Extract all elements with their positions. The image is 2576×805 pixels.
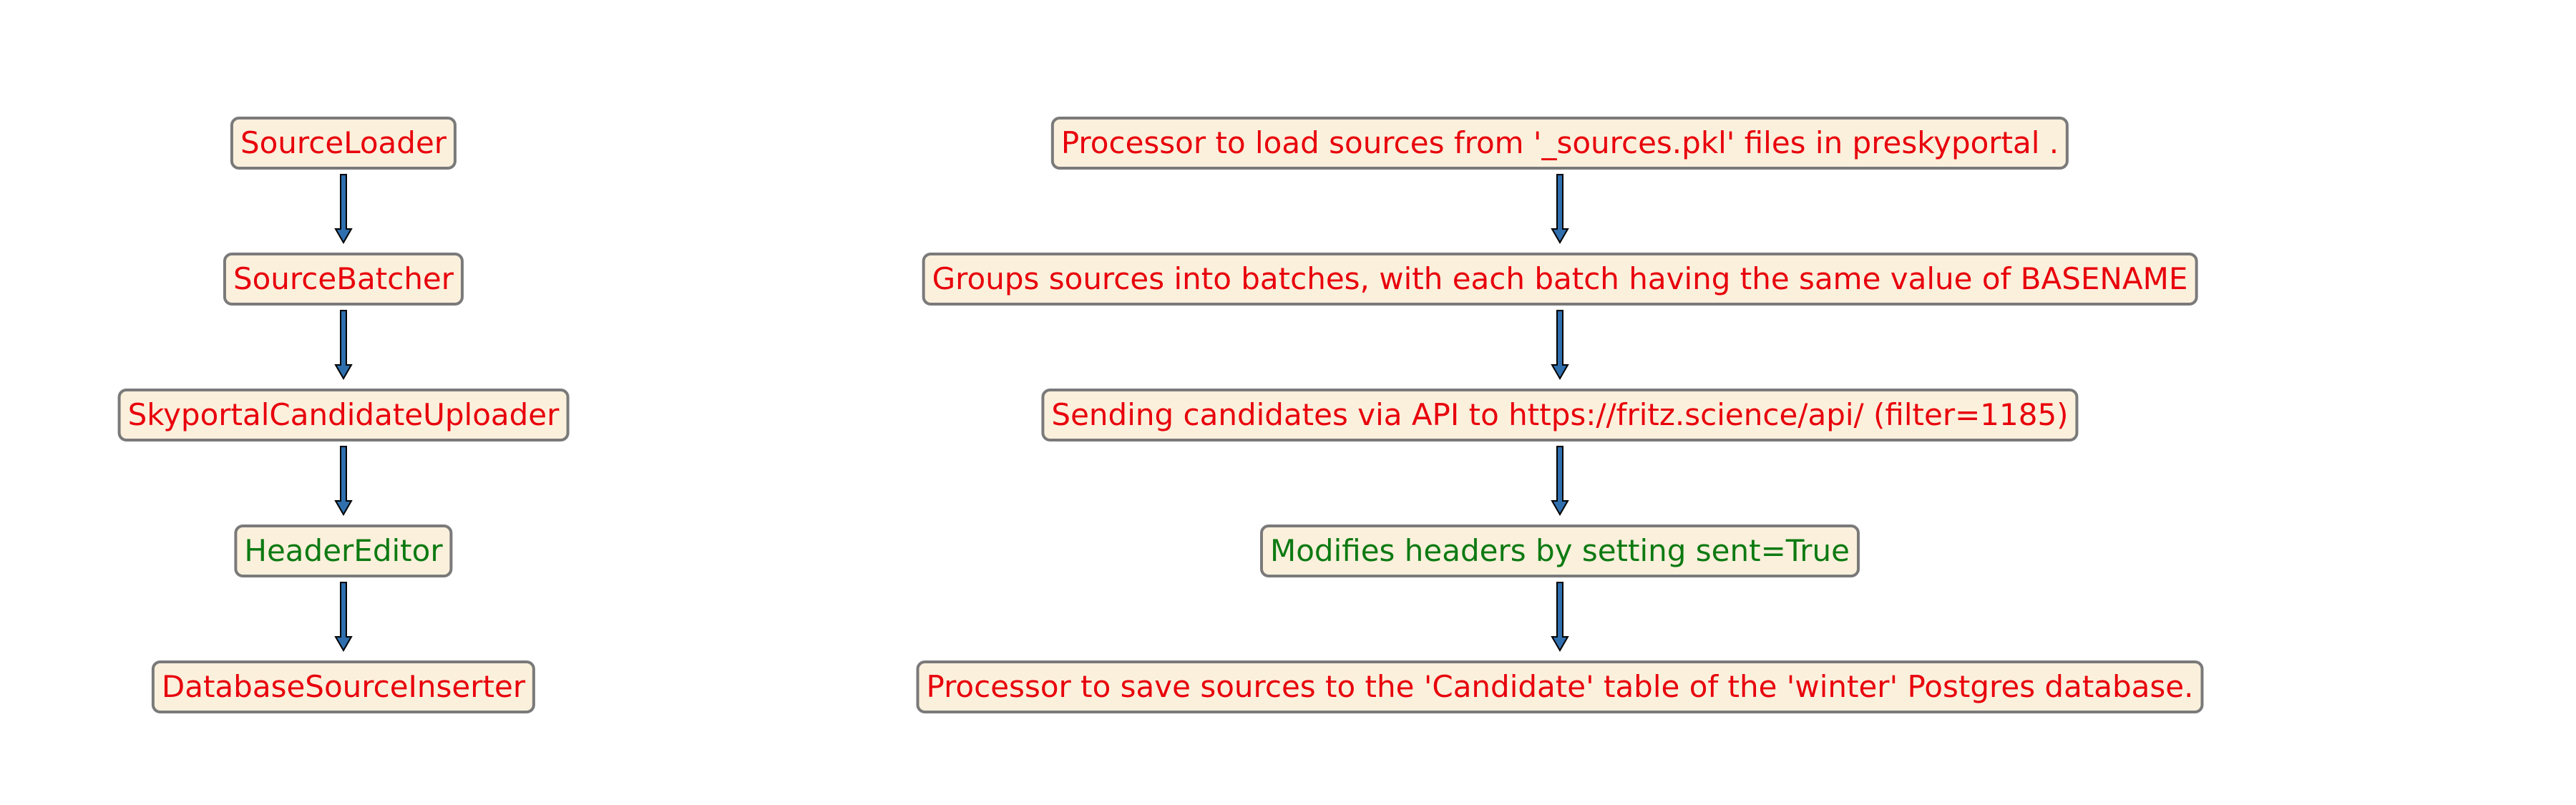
flow-arrow [1550,581,1570,653]
node-label: SourceLoader [240,125,447,160]
flow-arrow [333,173,353,245]
node-source-batcher: SourceBatcher [223,253,464,306]
flow-arrow [1550,309,1570,381]
node-header-editor: HeaderEditor [234,525,453,577]
node-desc-modify-headers: Modifies headers by setting sent=True [1259,525,1860,577]
node-label: Processor to save sources to the 'Candid… [926,669,2194,704]
node-skyportal-candidate-uploader: SkyportalCandidateUploader [117,389,570,441]
node-desc-load-sources: Processor to load sources from '_sources… [1050,117,2069,170]
node-label: SkyportalCandidateUploader [127,397,560,432]
node-label: Sending candidates via API to https://fr… [1051,397,2069,432]
flow-arrow [1550,445,1570,517]
node-label: Processor to load sources from '_sources… [1060,125,2059,160]
node-desc-group-batches: Groups sources into batches, with each b… [922,253,2198,306]
node-source-loader: SourceLoader [230,117,457,170]
node-label: Modifies headers by setting sent=True [1269,533,1850,568]
flow-arrow [333,445,353,517]
flow-arrow [333,581,353,653]
node-label: SourceBatcher [233,261,454,296]
flow-arrow [333,309,353,381]
node-label: DatabaseSourceInserter [161,669,526,704]
node-database-source-inserter: DatabaseSourceInserter [151,660,536,713]
flow-arrow [1550,173,1570,245]
node-label: Groups sources into batches, with each b… [932,261,2188,296]
node-desc-save-sources: Processor to save sources to the 'Candid… [916,660,2204,713]
node-desc-send-candidates: Sending candidates via API to https://fr… [1041,389,2079,441]
node-label: HeaderEditor [244,533,443,568]
